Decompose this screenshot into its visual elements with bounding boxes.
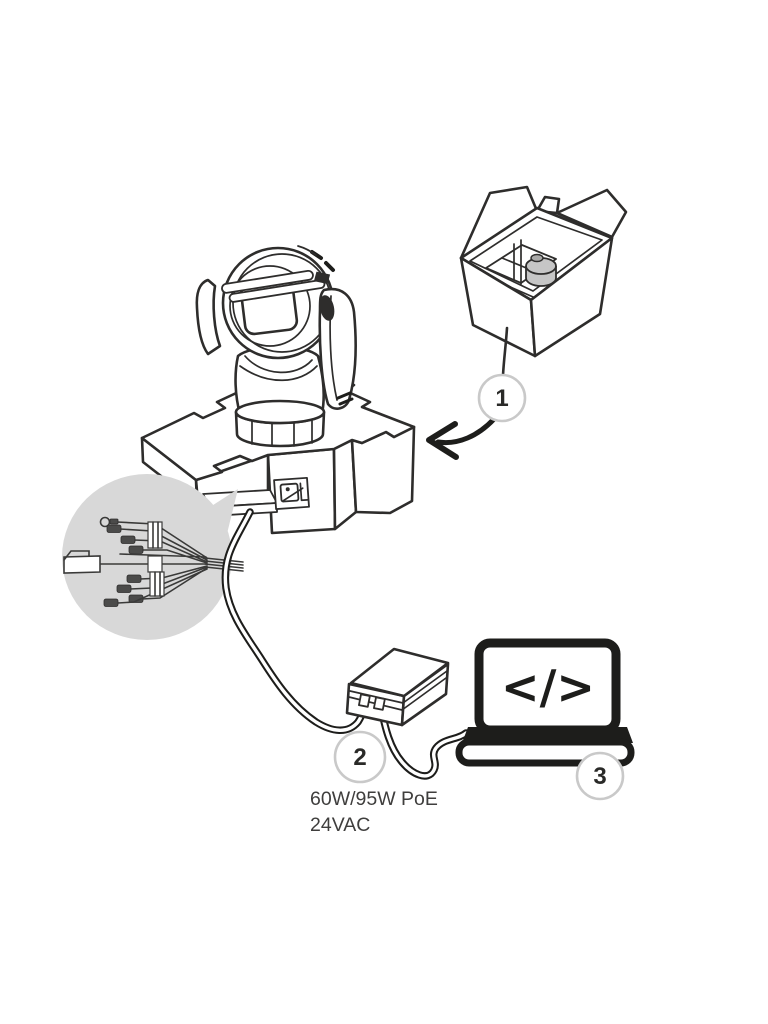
camera-collar: [234, 399, 326, 448]
camera-visor: [221, 269, 331, 303]
cable-harness-inset: [62, 474, 244, 640]
power-supply: [345, 647, 450, 727]
callout-circle-3: [575, 751, 625, 801]
wire-connector: [128, 545, 144, 554]
connector-pin: [285, 487, 290, 492]
ptz-camera: [195, 245, 357, 448]
rj45-plug: [63, 550, 101, 574]
psu-top-face: [349, 647, 450, 698]
power-rating-line1: 60W/95W PoE: [310, 788, 438, 810]
callout-number-3: 3: [593, 763, 606, 790]
box-front-right-face: [529, 236, 614, 358]
heat-shrink-band: [147, 521, 163, 549]
wire-connector: [106, 524, 122, 533]
power-rating-line2: 24VAC: [310, 814, 370, 836]
ring-terminal: [99, 516, 111, 528]
wire-connector: [120, 535, 136, 544]
inset-circle: [62, 474, 232, 640]
box-leader-line: [501, 326, 509, 377]
camera-front-ring: [229, 265, 311, 347]
code-glyph: </>: [501, 660, 595, 714]
curved-arrow: [426, 416, 497, 460]
wire-connector: [103, 598, 119, 607]
camera-arm-joint: [319, 295, 335, 321]
heat-shrink-band: [149, 571, 165, 597]
callout-step-3: 3: [575, 751, 625, 801]
psu-port: [373, 696, 386, 711]
box-contents: [485, 239, 557, 301]
callout-step-1: 1: [477, 373, 527, 423]
camera-to-psu-cable: [221, 508, 370, 734]
shipping-box: [459, 185, 628, 358]
camera-left-arm: [195, 278, 222, 356]
wire-connector: [116, 584, 132, 593]
base-connector-panel: [273, 476, 310, 510]
callout-number-2: 2: [353, 744, 366, 771]
psu-to-laptop-cable: [377, 703, 470, 780]
psu-port: [358, 693, 371, 708]
visor-tip: [313, 271, 331, 284]
callout-step-2: 2: [333, 730, 387, 784]
heat-shrink-band: [147, 555, 163, 573]
callout-circle-1: [477, 373, 527, 423]
power-rating-label: 60W/95W PoE 24VAC: [310, 788, 438, 836]
laptop: </>: [455, 638, 635, 767]
callout-number-1: 1: [495, 385, 508, 412]
callout-circle-2: [333, 730, 387, 784]
wire-connector: [126, 574, 142, 583]
box-right-flap: [555, 188, 628, 239]
